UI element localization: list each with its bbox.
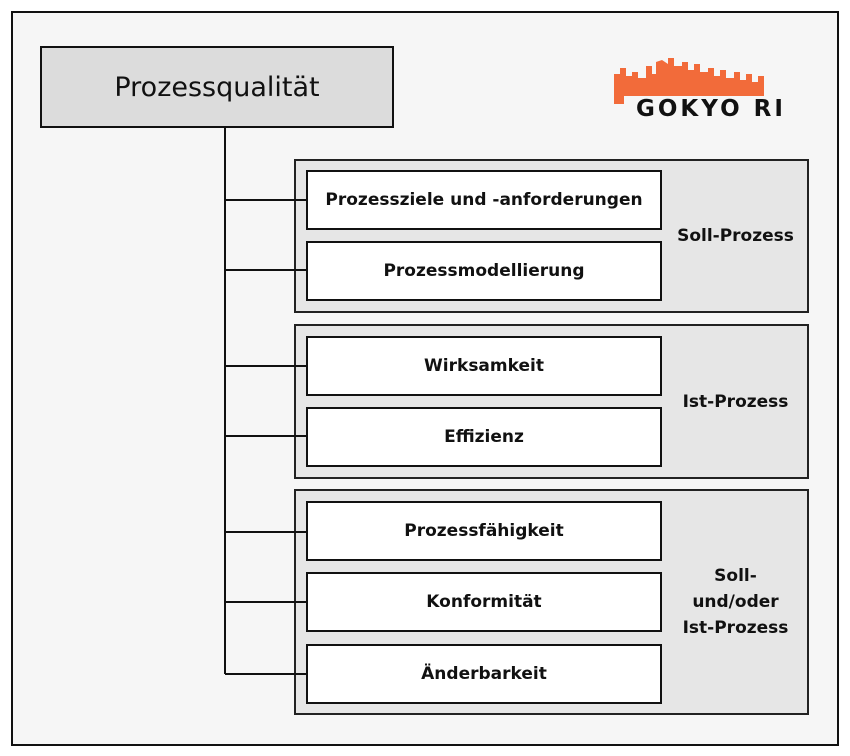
root-node-label: Prozessqualität — [114, 71, 320, 103]
group-label-text: Soll-Prozess — [677, 226, 794, 246]
gokyo-ri-logo — [614, 58, 764, 104]
group-label-soll-prozess: Soll-Prozess — [662, 159, 809, 313]
item-konformitaet: Konformität — [306, 572, 662, 632]
group-label-line: Ist-Prozess — [682, 618, 789, 638]
group-label-line: und/oder — [692, 592, 779, 612]
logo-skyline — [614, 58, 764, 96]
item-prozessfaehigkeit: Prozessfähigkeit — [306, 501, 662, 561]
item-wirksamkeit: Wirksamkeit — [306, 336, 662, 396]
item-prozessmodellierung: Prozessmodellierung — [306, 241, 662, 301]
item-aenderbarkeit: Änderbarkeit — [306, 644, 662, 704]
logo-base — [614, 96, 624, 104]
item-effizienz: Effizienz — [306, 407, 662, 467]
logo-text: GOKYO RI — [636, 96, 786, 122]
item-prozessziele: Prozessziele und -anforderungen — [306, 170, 662, 230]
root-node: Prozessqualität — [40, 46, 394, 128]
group-label-text: Ist-Prozess — [682, 391, 789, 412]
group-label-soll-und-oder-ist: Soll- und/oder Ist-Prozess — [662, 489, 809, 715]
group-label-ist-prozess: Ist-Prozess — [662, 324, 809, 479]
group-label-line: Soll- — [714, 566, 757, 586]
